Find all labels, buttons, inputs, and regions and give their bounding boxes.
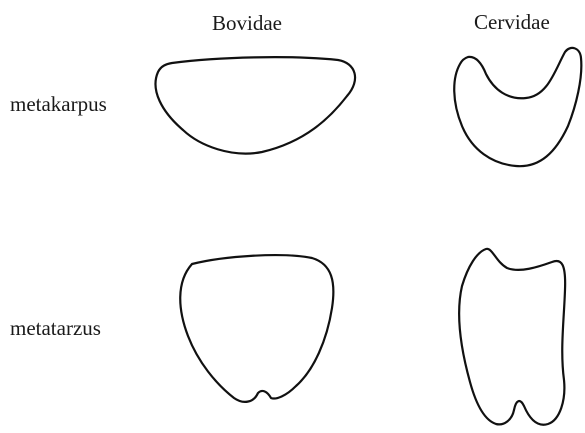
cervidae-metakarpus-outline	[454, 48, 581, 166]
bovidae-metatarzus-outline	[180, 255, 333, 402]
bovidae-metakarpus-outline	[156, 57, 356, 153]
cervidae-metatarzus-outline	[459, 249, 565, 425]
